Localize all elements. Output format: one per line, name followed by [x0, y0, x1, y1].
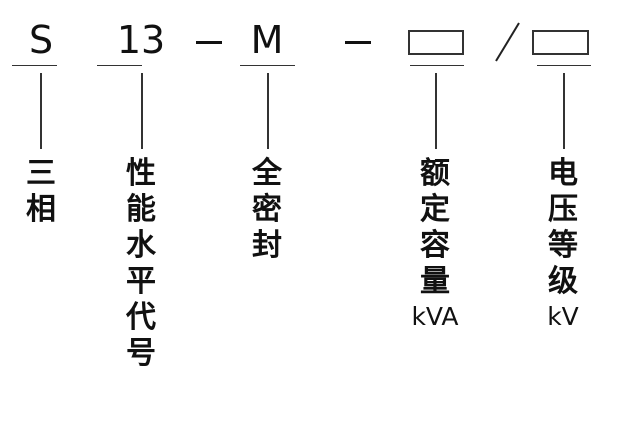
underline	[12, 65, 57, 66]
leader-line	[141, 73, 143, 149]
label-char: 级	[548, 264, 578, 299]
leader-line	[563, 73, 565, 149]
underline	[410, 65, 464, 66]
separator-dash	[345, 41, 371, 44]
label-char: 电	[548, 156, 578, 191]
leader-line	[435, 73, 437, 149]
label-char: 水	[126, 228, 156, 263]
capacity-placeholder-box	[408, 30, 464, 55]
label-char: 平	[126, 264, 156, 299]
label-fully-sealed: 全密封	[247, 156, 287, 264]
label-char: 密	[252, 192, 282, 227]
label-performance-level: 性能水平代号	[121, 156, 161, 372]
underline	[537, 65, 591, 66]
label-three-phase: 三相	[21, 156, 61, 228]
code-seal: M	[250, 18, 284, 62]
slash-separator	[495, 22, 520, 62]
label-char: 定	[420, 192, 450, 227]
voltage-placeholder-box	[532, 30, 589, 55]
label-char: 代	[126, 300, 156, 335]
label-rated-capacity: 额定容量 kVA	[411, 156, 458, 334]
label-char: 三	[26, 156, 56, 191]
label-char: 相	[26, 192, 56, 227]
label-char: 能	[126, 192, 156, 227]
underline	[240, 65, 295, 66]
label-char: 额	[420, 156, 450, 191]
label-char: 容	[420, 228, 450, 263]
separator-dash	[196, 41, 222, 44]
label-char: 压	[548, 192, 578, 227]
label-char: 全	[252, 156, 282, 191]
label-char: 量	[420, 264, 450, 299]
leader-line	[267, 73, 269, 149]
label-char: 封	[252, 228, 282, 263]
underline	[97, 65, 142, 66]
code-s: S	[28, 18, 54, 62]
label-char: 性	[126, 156, 156, 191]
capacity-unit: kVA	[411, 302, 459, 331]
code-level: 13	[116, 18, 166, 62]
label-char: 号	[126, 336, 156, 371]
voltage-unit: kV	[547, 302, 579, 331]
label-voltage-class: 电压等级 kV	[543, 156, 583, 334]
label-char: 等	[548, 228, 578, 263]
leader-line	[40, 73, 42, 149]
